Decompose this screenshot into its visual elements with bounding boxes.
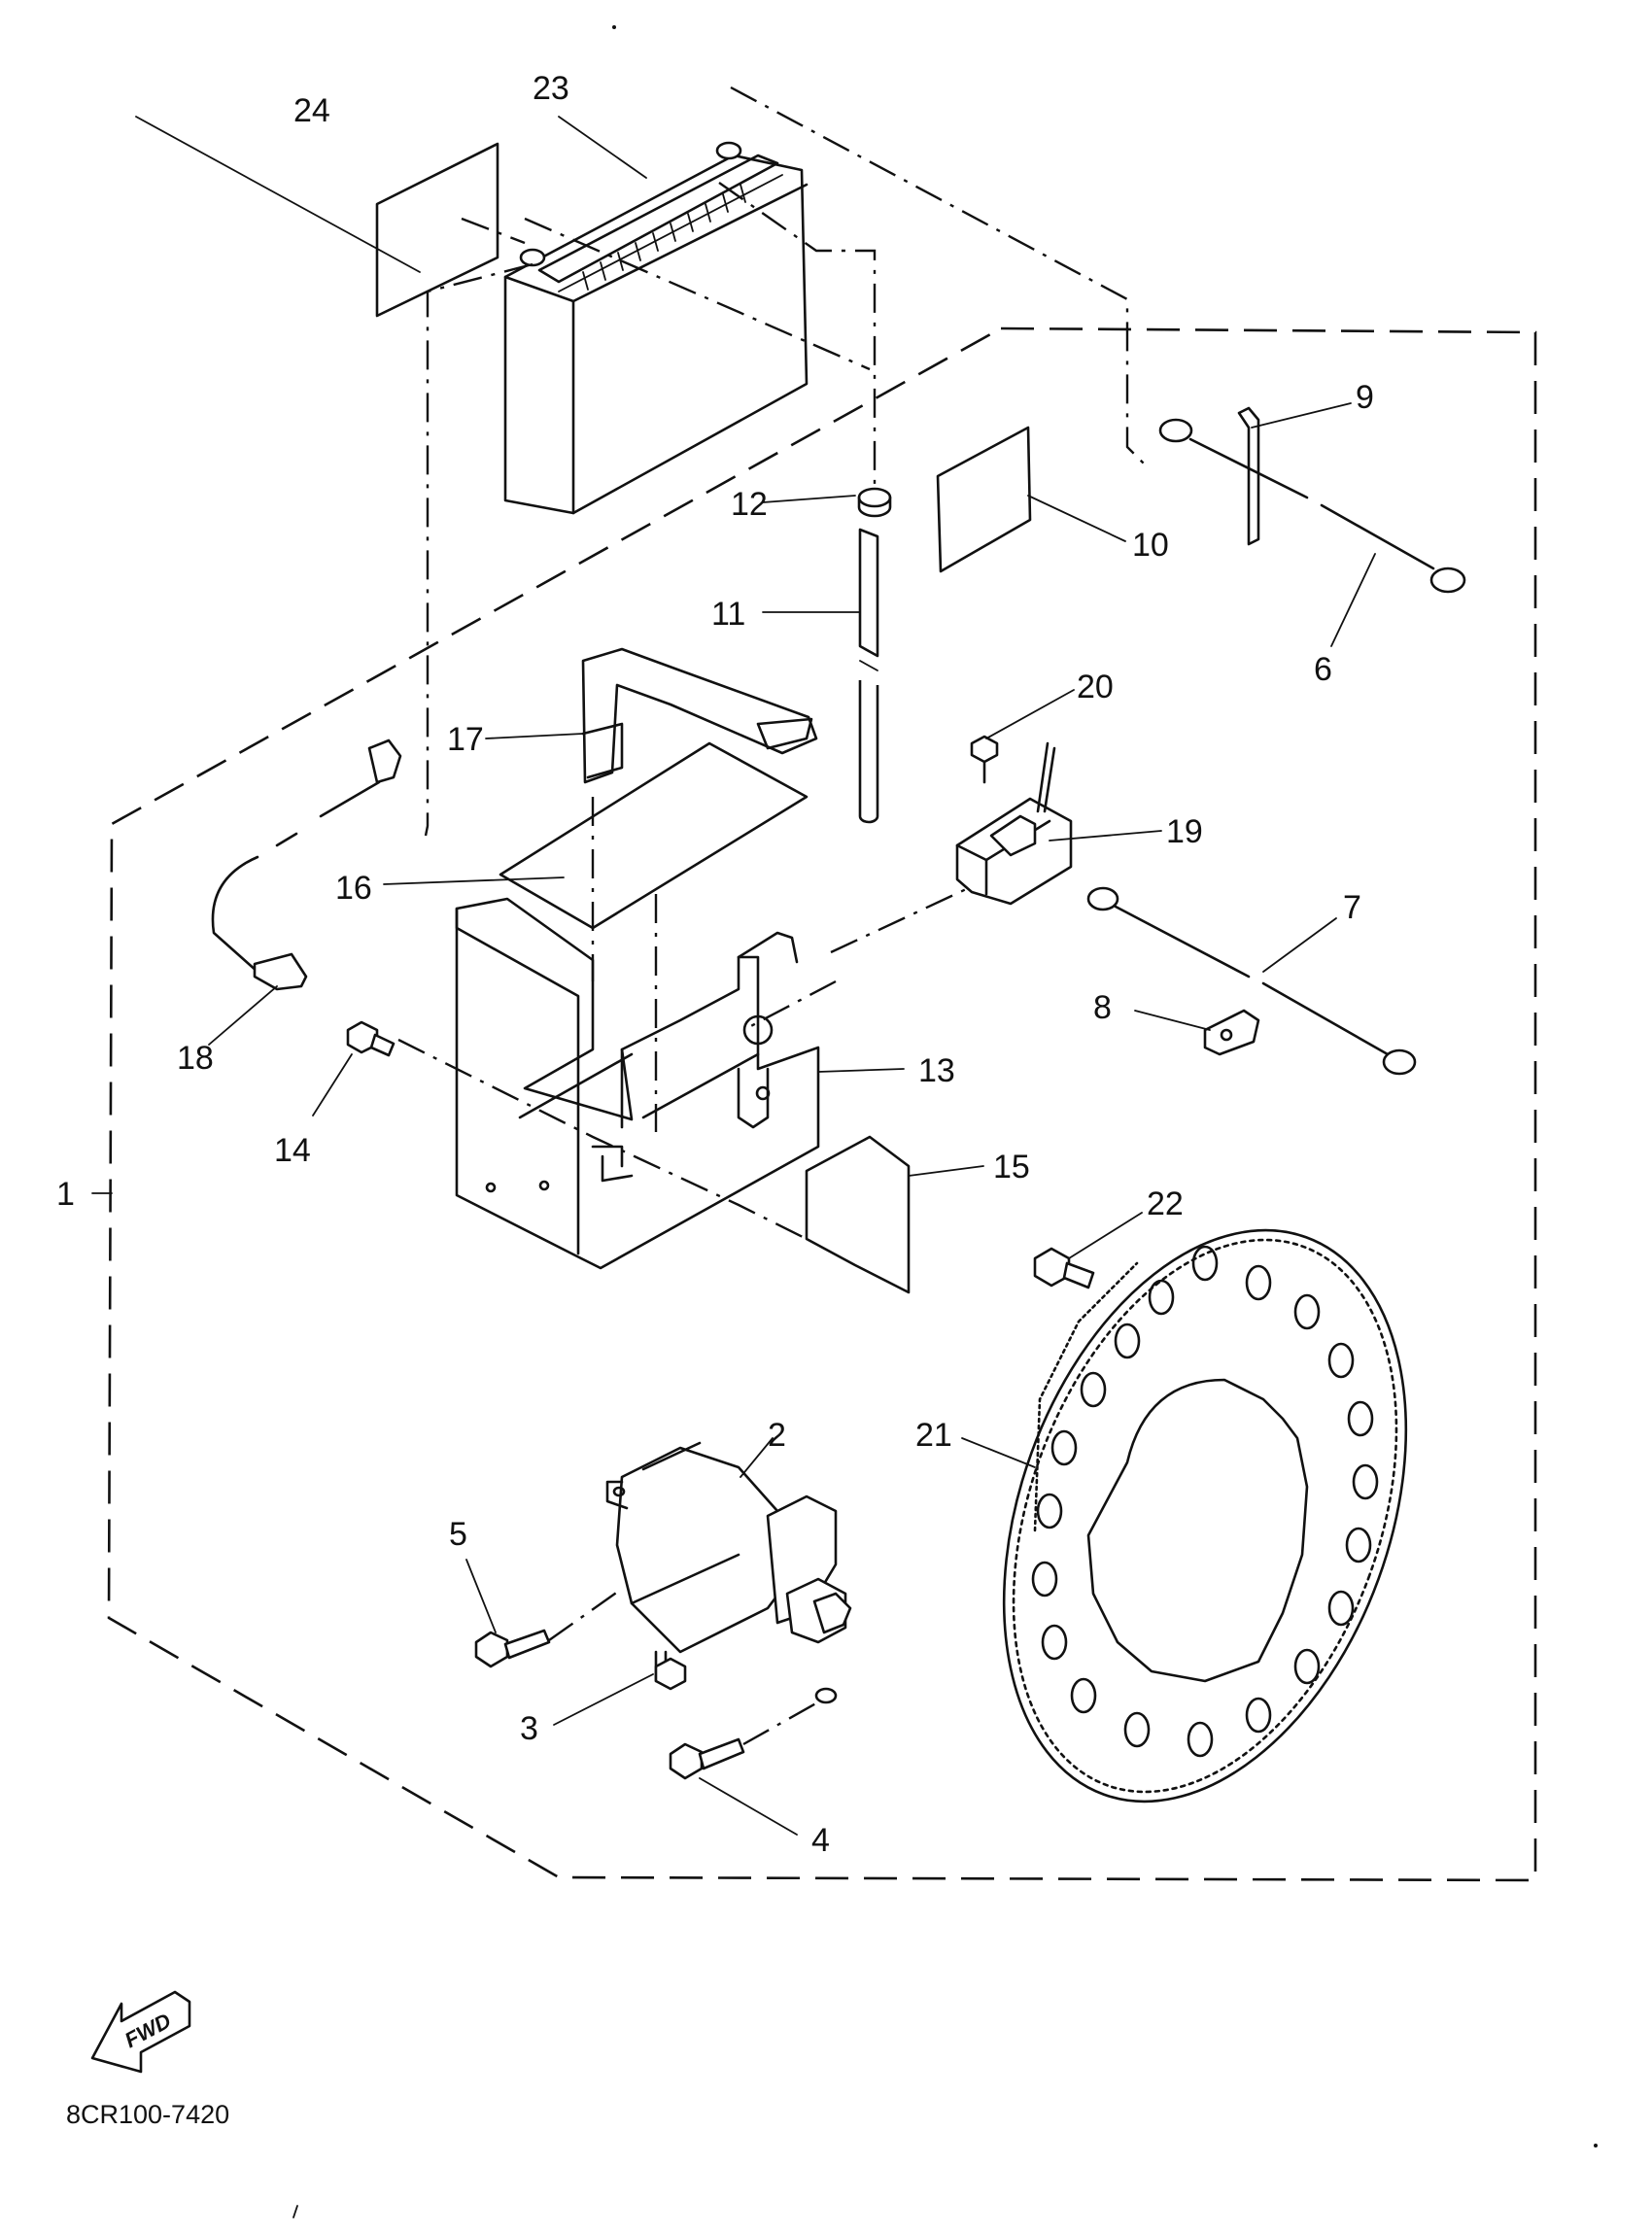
clamp-12 [857, 487, 892, 518]
clamp-8 [1203, 1009, 1260, 1056]
callout-17: 17 [447, 721, 484, 758]
leader-lines [91, 116, 1376, 1836]
battery-box-13 [455, 897, 820, 1270]
callout-5: 5 [449, 1516, 467, 1553]
callout-13: 13 [918, 1052, 955, 1089]
callout-7: 7 [1343, 889, 1361, 926]
battery-band-17 [581, 647, 818, 784]
callout-4: 4 [811, 1822, 830, 1859]
callout-23: 23 [533, 70, 569, 107]
callout-8: 8 [1093, 989, 1112, 1026]
sheet-15 [805, 1135, 911, 1294]
callout-10: 10 [1132, 527, 1169, 564]
battery-lead-7 [1086, 886, 1417, 1076]
callout-21: 21 [915, 1417, 952, 1454]
callout-16: 16 [335, 870, 372, 907]
bolt-20 [970, 735, 999, 784]
callout-22: 22 [1147, 1185, 1184, 1222]
callout-9: 9 [1356, 379, 1374, 416]
bolt-4 [669, 1737, 745, 1780]
callout-19: 19 [1166, 813, 1203, 850]
breather-hose-11 [858, 528, 879, 824]
bolt-14 [346, 1020, 396, 1057]
starter-gear-21 [1002, 1228, 1408, 1804]
callout-2: 2 [768, 1417, 786, 1454]
battery [503, 141, 809, 515]
callout-14: 14 [274, 1132, 311, 1169]
callout-3: 3 [520, 1710, 538, 1747]
callout-15: 15 [993, 1149, 1030, 1185]
starter-relay-19 [955, 741, 1073, 906]
starter-motor-2 [605, 1441, 852, 1704]
cable-18 [211, 739, 402, 991]
callout-12: 12 [731, 486, 768, 523]
nut-3 [654, 1657, 687, 1691]
callout-18: 18 [177, 1040, 214, 1077]
callout-24: 24 [293, 92, 330, 129]
callout-1: 1 [56, 1176, 75, 1213]
sheet-16 [499, 741, 809, 930]
battery-label-24 [375, 142, 499, 318]
callout-20: 20 [1077, 669, 1114, 705]
callout-labels: 1 2 3 4 5 6 7 8 9 10 11 12 13 14 15 16 1… [56, 70, 1374, 1859]
callout-11: 11 [711, 596, 745, 633]
callout-6: 6 [1314, 651, 1332, 688]
diagram-code: 8CR100-7420 [66, 2100, 229, 2129]
battery-lead-6 [1158, 418, 1466, 594]
battery-label-10 [936, 426, 1032, 573]
assembly-boundary [107, 326, 1537, 1882]
fwd-arrow-icon: FWD [90, 1990, 191, 2074]
bolt-5 [474, 1629, 551, 1668]
lead-9 [1237, 406, 1260, 546]
bolt-22 [1033, 1247, 1095, 1289]
